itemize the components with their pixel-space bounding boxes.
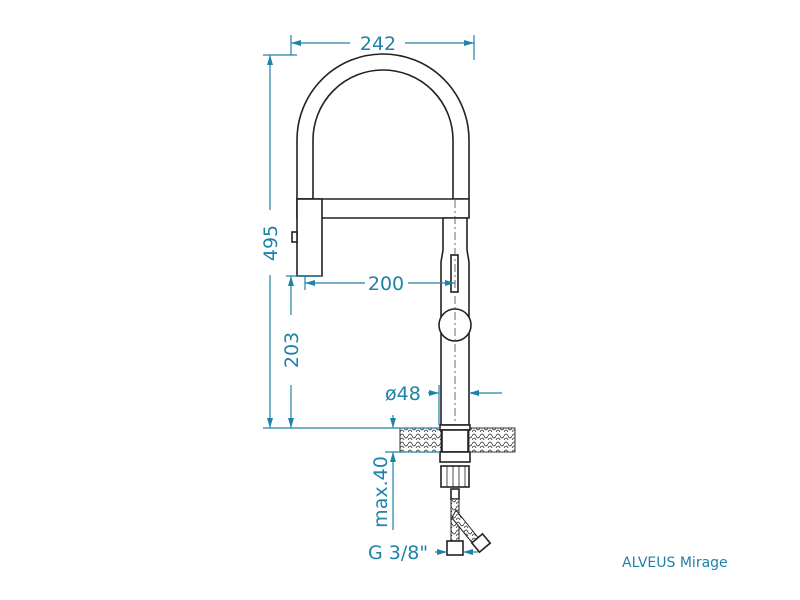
hose-nut — [446, 540, 464, 556]
mount-shank — [441, 429, 469, 453]
height-label: 495 — [260, 225, 282, 261]
lever-handle — [450, 254, 459, 293]
dimension-thread: G 3/8" — [368, 542, 478, 564]
counter-thickness-label: max.40 — [370, 456, 392, 528]
spray-button — [291, 231, 298, 243]
dimension-diameter: ø48 — [385, 383, 502, 425]
dimension-height: 495 — [260, 54, 297, 428]
faucet-body — [291, 53, 516, 556]
spout-arc — [296, 53, 470, 200]
dimension-spout-height: 203 — [281, 275, 322, 428]
dimension-counter-thickness: max.40 — [370, 415, 440, 530]
dimension-width: 242 — [290, 33, 475, 60]
branch-nut — [470, 532, 492, 554]
countertop-right — [468, 427, 516, 453]
reach-label: 200 — [368, 273, 404, 295]
mount-nut — [440, 465, 470, 488]
dimension-reach: 200 — [304, 273, 455, 295]
spout-height-label: 203 — [281, 332, 303, 368]
nut-ridges — [446, 466, 466, 487]
product-name: ALVEUS Mirage — [622, 555, 728, 571]
hose-fitting — [450, 488, 460, 500]
diameter-label: ø48 — [385, 383, 421, 405]
thread-label: G 3/8" — [368, 542, 428, 564]
mount-nut-washer — [439, 451, 471, 463]
countertop-left — [399, 427, 442, 453]
spray-head — [296, 198, 323, 277]
width-label: 242 — [360, 33, 396, 55]
